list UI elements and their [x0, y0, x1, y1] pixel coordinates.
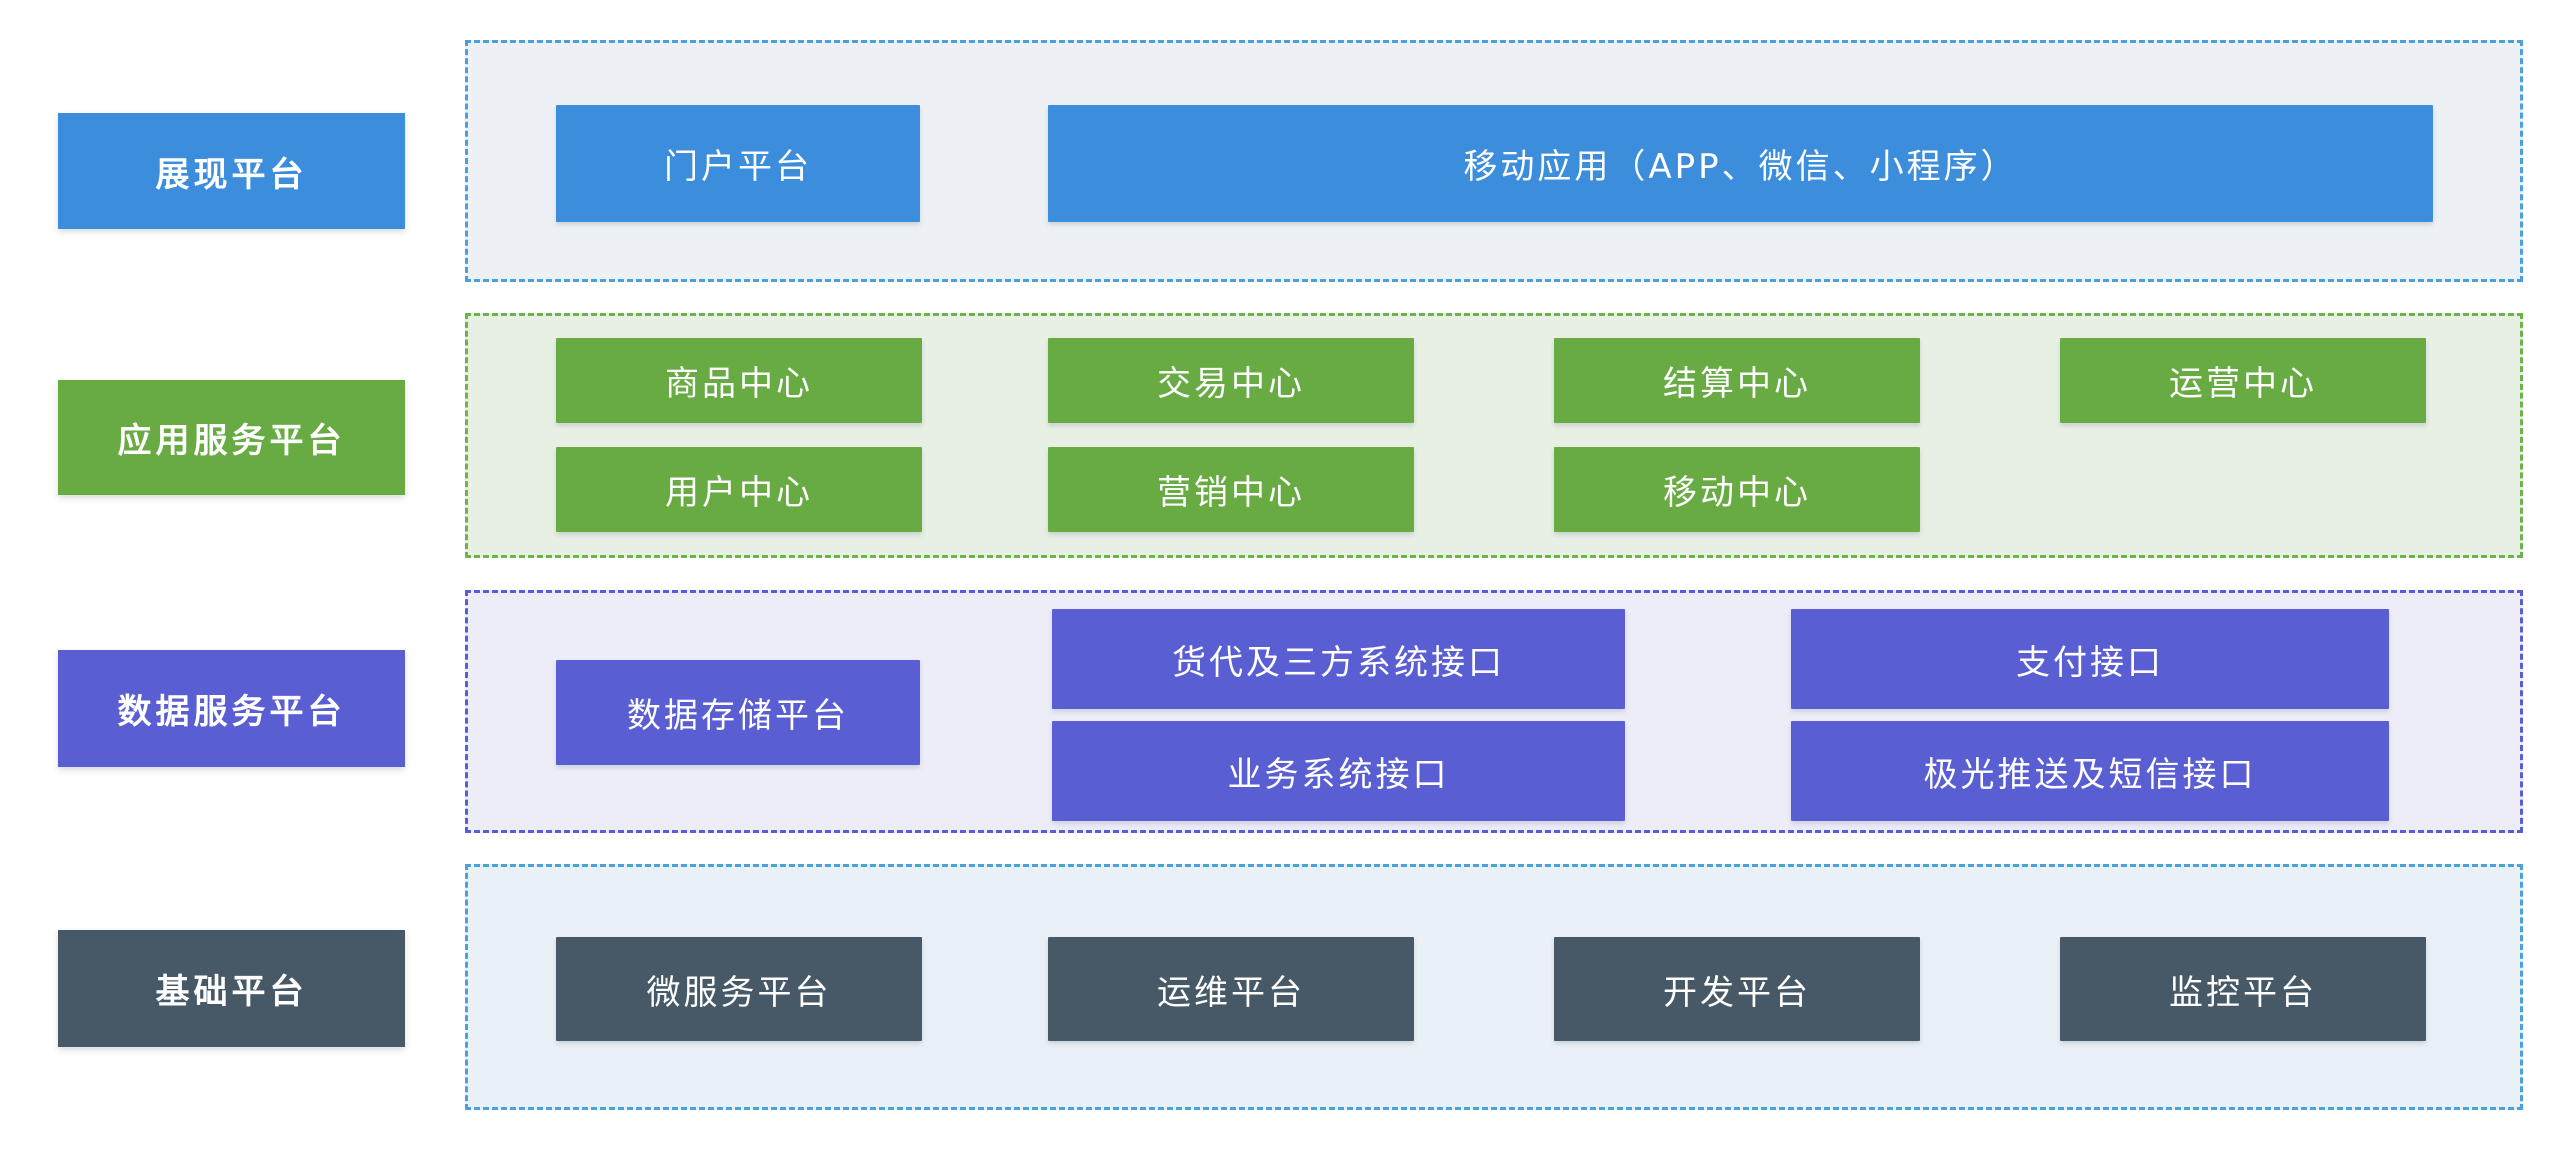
- application-service-platform-container: 商品中心 交易中心 结算中心 运营中心 用户中心 营销中心 移动中心: [465, 313, 2523, 558]
- microservice-platform-box: 微服务平台: [556, 937, 922, 1041]
- monitoring-platform-box: 监控平台: [2060, 937, 2426, 1041]
- data-service-platform-container: 数据存储平台 货代及三方系统接口 支付接口 业务系统接口 极光推送及短信接口: [465, 590, 2523, 833]
- foundation-platform-container: 微服务平台 运维平台 开发平台 监控平台: [465, 864, 2523, 1110]
- operation-center-box: 运营中心: [2060, 338, 2426, 423]
- marketing-center-box: 营销中心: [1048, 447, 1414, 532]
- dev-platform-box: 开发平台: [1554, 937, 1920, 1041]
- data-storage-platform-box: 数据存储平台: [556, 660, 920, 765]
- foundation-platform-label: 基础平台: [58, 930, 405, 1047]
- data-service-platform-label: 数据服务平台: [58, 650, 405, 767]
- portal-platform-box: 门户平台: [556, 105, 920, 222]
- freight-third-party-interface-box: 货代及三方系统接口: [1052, 609, 1625, 709]
- user-center-box: 用户中心: [556, 447, 922, 532]
- settlement-center-box: 结算中心: [1554, 338, 1920, 423]
- application-service-platform-label: 应用服务平台: [58, 380, 405, 495]
- presentation-platform-container: 门户平台 移动应用（APP、微信、小程序）: [465, 40, 2523, 282]
- business-system-interface-box: 业务系统接口: [1052, 721, 1625, 821]
- payment-interface-box: 支付接口: [1791, 609, 2389, 709]
- jpush-sms-interface-box: 极光推送及短信接口: [1791, 721, 2389, 821]
- product-center-box: 商品中心: [556, 338, 922, 423]
- trade-center-box: 交易中心: [1048, 338, 1414, 423]
- presentation-platform-label: 展现平台: [58, 113, 405, 229]
- mobile-center-box: 移动中心: [1554, 447, 1920, 532]
- ops-platform-box: 运维平台: [1048, 937, 1414, 1041]
- mobile-apps-box: 移动应用（APP、微信、小程序）: [1048, 105, 2433, 222]
